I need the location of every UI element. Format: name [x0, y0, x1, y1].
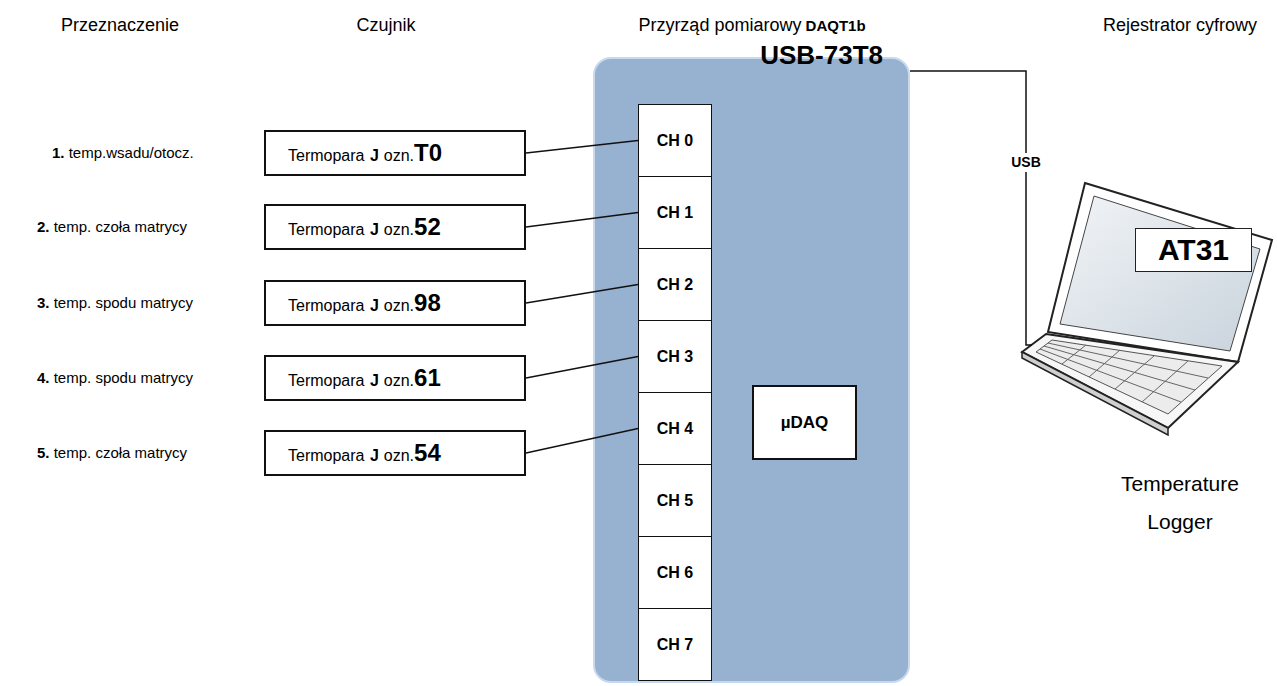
label-row: 4.temp. spodu matrycy — [37, 368, 193, 388]
key-column — [1089, 350, 1120, 377]
channel-label: CH 6 — [657, 563, 693, 583]
channel-label: CH 1 — [657, 203, 693, 223]
chip-box: µDAQ — [752, 385, 857, 460]
channel-label: CH 0 — [657, 131, 693, 151]
purpose-text: temp.wsadu/otocz. — [69, 144, 194, 161]
label-row: 5.temp. czoła matrycy — [37, 443, 187, 463]
sensor-prefix: ozn. — [384, 209, 414, 250]
column-heading: Rejestrator cyfrowy — [1103, 15, 1257, 35]
connector-line — [910, 71, 1032, 345]
sensor-id: T0 — [414, 132, 442, 173]
key-column — [1115, 356, 1154, 389]
sensor-type: Termopara — [288, 360, 364, 401]
sensor-type: Termopara — [288, 209, 364, 250]
thermocouple-box: TermoparaJozn.52 — [264, 204, 526, 250]
label-row: Przeznaczenie — [61, 14, 179, 36]
keyboard-keys — [1040, 343, 1208, 402]
daq-device: USB-73T8CH 0CH 1CH 2CH 3CH 4CH 5CH 6CH 7… — [593, 57, 910, 683]
item-number: 2. — [37, 218, 50, 235]
channel-box: CH 6 — [638, 536, 712, 609]
thermocouple-type: J — [370, 285, 379, 326]
sensor-id: 54 — [414, 432, 441, 473]
channel-label: CH 3 — [657, 347, 693, 367]
chip-label: µDAQ — [781, 413, 829, 433]
sensor-prefix: ozn. — [384, 360, 414, 401]
label-row: Czujnik — [356, 14, 415, 36]
logger-caption: Temperature Logger — [1105, 465, 1255, 541]
column-heading: Przyrząd pomiarowy — [638, 15, 801, 35]
keyboard-area — [1036, 340, 1222, 414]
item-number: 3. — [37, 294, 50, 311]
purpose-text: temp. spodu matrycy — [54, 294, 193, 311]
channel-box: CH 3 — [638, 320, 712, 393]
channel-box: CH 4 — [638, 392, 712, 465]
purpose-text: temp. czoła matrycy — [54, 444, 187, 461]
label-row: Rejestrator cyfrowy — [1103, 14, 1257, 36]
instrument-id: DAQT1b — [806, 17, 866, 34]
channel-box: CH 0 — [638, 104, 712, 177]
sensor-type: Termopara — [288, 285, 364, 326]
channel-label: CH 4 — [657, 419, 693, 439]
sensor-prefix: ozn. — [384, 435, 414, 476]
sensor-prefix: ozn. — [384, 135, 414, 176]
thermocouple-box: TermoparaJozn.54 — [264, 430, 526, 476]
laptop-drawing — [1022, 183, 1272, 435]
thermocouple-box: TermoparaJozn.98 — [264, 280, 526, 326]
laptop-lid — [1048, 183, 1272, 362]
thermocouple-type: J — [370, 135, 379, 176]
sensor-type: Termopara — [288, 135, 364, 176]
thermocouple-type: J — [370, 360, 379, 401]
key-column — [1062, 345, 1086, 364]
purpose-text: temp. czoła matrycy — [54, 218, 187, 235]
label-row: 2.temp. czoła matrycy — [37, 217, 187, 237]
label-row: Przyrząd pomiarowy DAQT1b — [638, 14, 865, 37]
key-row — [1040, 349, 1181, 402]
laptop-screen — [1060, 196, 1260, 351]
key-column — [1142, 361, 1188, 402]
sensor-type: Termopara — [288, 435, 364, 476]
channel-label: CH 2 — [657, 275, 693, 295]
laptop: AT31Temperature Logger — [1032, 175, 1272, 545]
label-row: 1.temp.wsadu/otocz. — [52, 143, 194, 163]
channel-box: CH 2 — [638, 248, 712, 321]
column-heading: Czujnik — [356, 15, 415, 35]
label-row: 3.temp. spodu matrycy — [37, 293, 193, 313]
purpose-text: temp. spodu matrycy — [54, 369, 193, 386]
thermocouple-type: J — [370, 209, 379, 250]
sensor-prefix: ozn. — [384, 285, 414, 326]
sensor-id: 61 — [414, 357, 441, 398]
item-number: 5. — [37, 444, 50, 461]
screen-label: AT31 — [1135, 228, 1252, 272]
thermocouple-type: J — [370, 435, 379, 476]
item-number: 4. — [37, 369, 50, 386]
channel-box: CH 7 — [638, 608, 712, 681]
thermocouple-box: TermoparaJozn.T0 — [264, 130, 526, 176]
thermocouple-box: TermoparaJozn.61 — [264, 355, 526, 401]
sensor-id: 52 — [414, 206, 441, 247]
channel-label: CH 7 — [657, 635, 693, 655]
channel-box: CH 5 — [638, 464, 712, 537]
channel-box: CH 1 — [638, 176, 712, 249]
column-heading: Przeznaczenie — [61, 15, 179, 35]
sensor-id: 98 — [414, 282, 441, 323]
channel-label: CH 5 — [657, 491, 693, 511]
key-row — [1044, 346, 1195, 390]
item-number: 1. — [52, 144, 65, 161]
connector-label: USB — [1008, 153, 1044, 172]
device-name: USB-73T8 — [757, 40, 886, 70]
